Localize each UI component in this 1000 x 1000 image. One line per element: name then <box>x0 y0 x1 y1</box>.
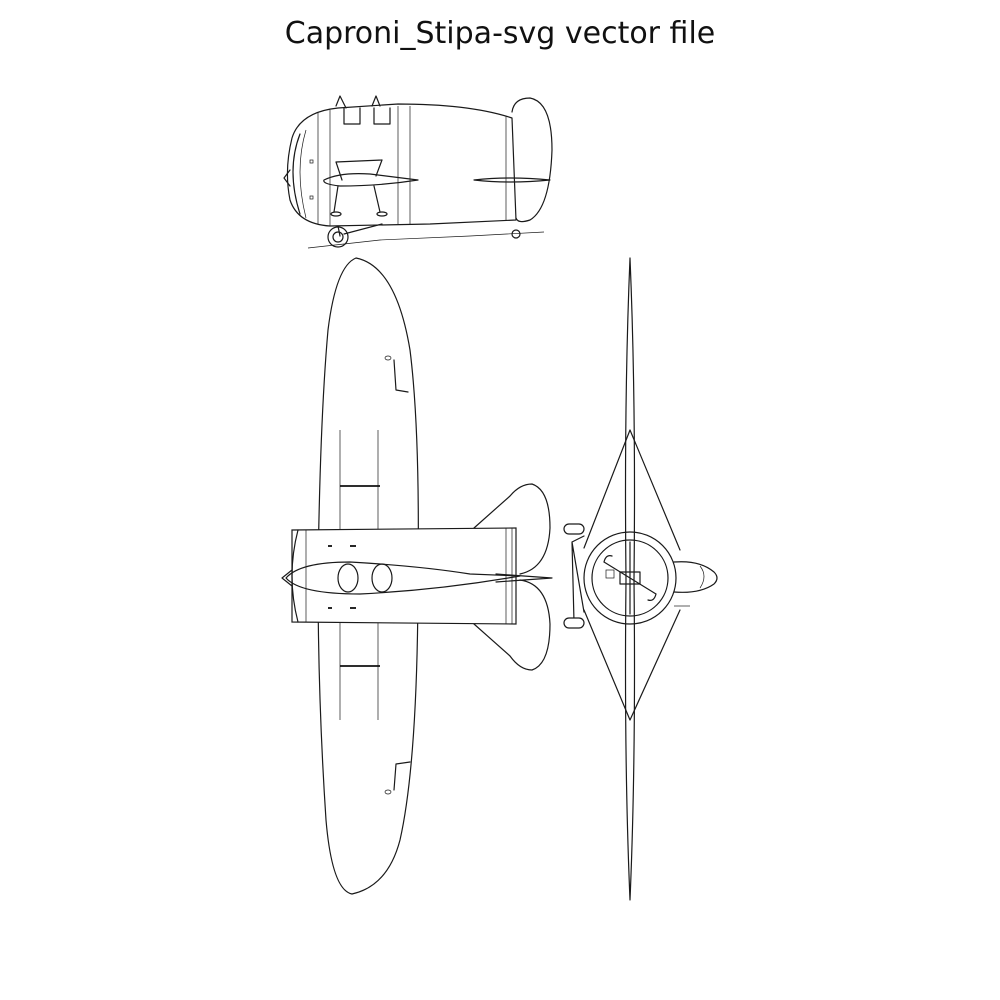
side-fuselage-outline <box>286 103 517 227</box>
front-fuselage-ring <box>583 531 677 625</box>
top-wing-detail <box>384 355 392 361</box>
side-detail <box>309 195 314 200</box>
front-tailplane <box>673 561 718 593</box>
top-cockpit-rear <box>371 563 393 593</box>
page-title: Caproni_Stipa-svg vector file <box>284 16 716 51</box>
side-spinner <box>283 169 291 187</box>
top-cockpit-front <box>337 563 359 593</box>
side-wheel-hub <box>332 231 344 243</box>
side-view <box>283 95 553 249</box>
front-brace-lower <box>583 609 681 721</box>
front-hub <box>619 571 641 585</box>
top-wing-outline <box>317 257 419 895</box>
side-main-wheel <box>327 226 349 248</box>
side-tailplane <box>473 177 551 183</box>
side-detail <box>309 159 314 164</box>
top-nose-ring <box>291 529 299 623</box>
side-nose-ring <box>292 133 301 215</box>
front-view <box>563 257 718 901</box>
side-cockpit-front <box>335 95 361 125</box>
side-strut-foot <box>376 211 388 217</box>
top-view <box>281 257 553 895</box>
side-rudder <box>511 97 553 223</box>
front-wheel-lower <box>563 617 585 629</box>
front-detail <box>605 569 615 579</box>
top-tail-upper <box>473 483 551 575</box>
front-nose-ring-inner <box>591 539 669 617</box>
side-landing-gear <box>337 223 383 237</box>
front-landing-gear <box>571 535 585 623</box>
front-wing <box>624 257 636 901</box>
front-wheel-upper <box>563 523 585 535</box>
side-cabane-struts <box>333 159 383 213</box>
front-propeller <box>603 541 657 615</box>
top-tail-lower <box>473 579 551 671</box>
top-aileron-right <box>393 761 411 791</box>
side-nose-ring-inner <box>299 129 307 219</box>
front-brace-upper <box>583 429 681 551</box>
side-cockpit-rear <box>371 95 391 125</box>
top-wing-detail <box>384 789 392 795</box>
top-spinner <box>281 569 293 587</box>
side-ground-line <box>307 231 545 249</box>
top-aileron-left <box>393 359 409 393</box>
side-wing-airfoil <box>323 173 419 187</box>
top-rudder <box>495 573 553 583</box>
front-tail-detail <box>699 565 705 589</box>
top-fuselage <box>291 527 517 625</box>
side-strut-foot <box>330 211 342 217</box>
